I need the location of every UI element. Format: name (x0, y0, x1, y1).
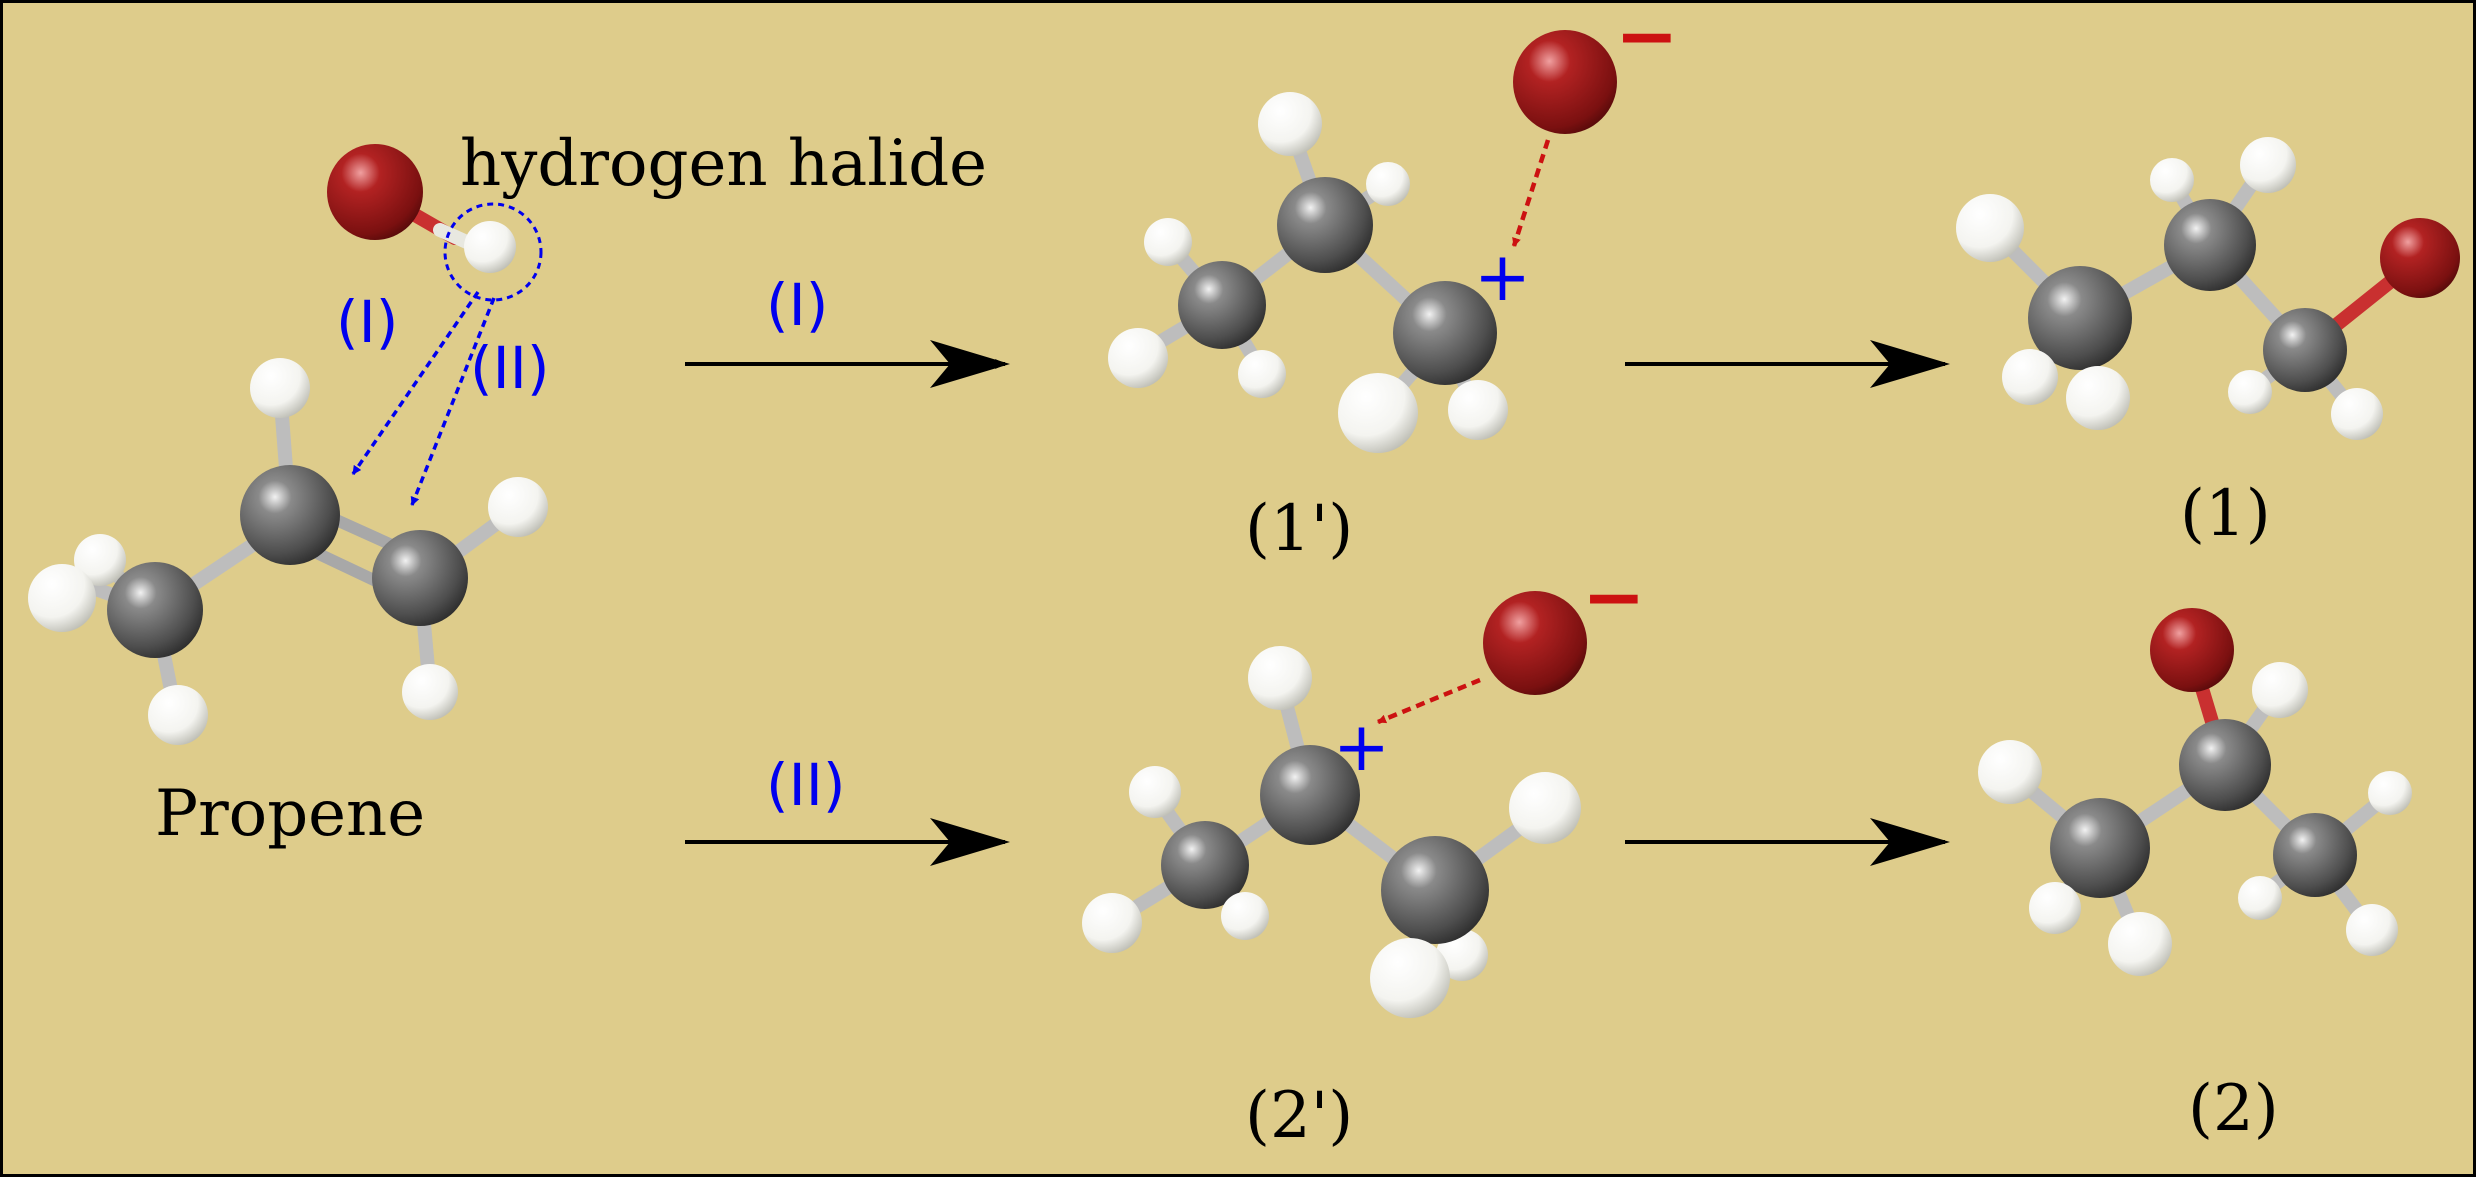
carbon-atom (2164, 199, 2256, 291)
halogen-atom (2150, 608, 2234, 692)
carbon-atom (2263, 308, 2347, 392)
hydrogen-atom (1082, 893, 1142, 953)
anion-attack-arrow (1377, 677, 1481, 725)
carbon-atom (1260, 745, 1360, 845)
hydrogen-atom (2238, 876, 2282, 920)
hydrogen-atom (2066, 366, 2130, 430)
hydrogen-atom (2252, 662, 2308, 718)
hydrogen-atom (1338, 373, 1418, 453)
product-one-label: (1) (2180, 477, 2271, 551)
hydrogen-atom (2331, 388, 2383, 440)
hydrogen-atom (1448, 380, 1508, 440)
arrow-label-two: (II) (766, 751, 845, 819)
product-two-molecule (1978, 608, 2412, 976)
attack-path-one (351, 291, 480, 475)
anion-charge: − (1615, 0, 1679, 80)
attack-label-two: (II) (470, 334, 549, 402)
carbon-atom (1161, 821, 1249, 909)
hydrogen-atom (488, 477, 548, 537)
attack-label-one: (I) (336, 288, 398, 356)
intermediate-one-label: (1') (1245, 492, 1353, 566)
reaction-arrow-one-head (930, 340, 1010, 388)
hydrogen-atom (2150, 158, 2194, 202)
hydrogen-atom (1221, 892, 1269, 940)
cation-charge: + (1474, 238, 1531, 317)
hydrogen-atom (250, 358, 310, 418)
hydrogen-atom (1366, 162, 1410, 206)
carbon-atom (1393, 281, 1497, 385)
hydrogen-atom (1509, 772, 1581, 844)
reagent-label: hydrogen halide (460, 127, 987, 201)
carbon-atom (2273, 813, 2357, 897)
hydrogen-atom (1978, 740, 2042, 804)
carbon-atom (1178, 261, 1266, 349)
hydrogen-atom (464, 221, 516, 273)
intermediate-one-molecule (1108, 92, 1508, 453)
hydrogen-atom (1129, 766, 1181, 818)
propene-molecule (28, 358, 548, 745)
reaction-arrow-two-head (930, 818, 1010, 866)
carbon-atom (107, 562, 203, 658)
hydrogen-atom (1956, 194, 2024, 262)
halide-anion (1513, 30, 1617, 134)
anion-charge: − (1582, 552, 1646, 641)
hydrogen-atom (28, 564, 96, 632)
reactant-label: Propene (155, 777, 425, 851)
carbon-atom (2179, 719, 2271, 811)
hydrogen-atom (74, 534, 126, 586)
carbon-atom (1381, 836, 1489, 944)
attack-path-two (410, 297, 496, 506)
product-two-label: (2) (2188, 1072, 2279, 1146)
hydrogen-atom (1144, 218, 1192, 266)
anion-attack-arrow (1511, 139, 1551, 247)
halide-anion (1483, 591, 1587, 695)
hydrogen-atom (2029, 882, 2081, 934)
intermediate-two-label: (2') (1245, 1079, 1353, 1153)
hydrogen-halide-molecule (327, 144, 543, 302)
hydrogen-atom (1370, 938, 1450, 1018)
hydrogen-atom (2108, 912, 2172, 976)
carbon-atom (372, 530, 468, 626)
hydrogen-atom (2368, 771, 2412, 815)
hydrogen-atom (2228, 370, 2272, 414)
hydrogen-atom (148, 685, 208, 745)
carbon-atom (2050, 798, 2150, 898)
hydrogen-atom (1258, 92, 1322, 156)
carbon-atom (2028, 266, 2132, 370)
halogen-atom (2380, 218, 2460, 298)
halogen-atom (327, 144, 423, 240)
product-one-molecule (1956, 137, 2460, 440)
hydrogen-atom (2002, 349, 2058, 405)
product-arrow-two-head (1870, 818, 1950, 866)
hydrogen-atom (402, 664, 458, 720)
hydrogen-highlight-circle (443, 202, 543, 302)
carbon-atom (240, 465, 340, 565)
hydrogen-atom (1108, 328, 1168, 388)
hydrogen-atom (1248, 646, 1312, 710)
arrow-label-one: (I) (766, 271, 828, 339)
intermediate-two-molecule (1082, 646, 1581, 1018)
carbon-atom (1277, 177, 1373, 273)
product-arrow-one-head (1870, 340, 1950, 388)
hydrogen-atom (1238, 350, 1286, 398)
hydrogen-atom (2346, 904, 2398, 956)
hydrogen-atom (2240, 137, 2296, 193)
